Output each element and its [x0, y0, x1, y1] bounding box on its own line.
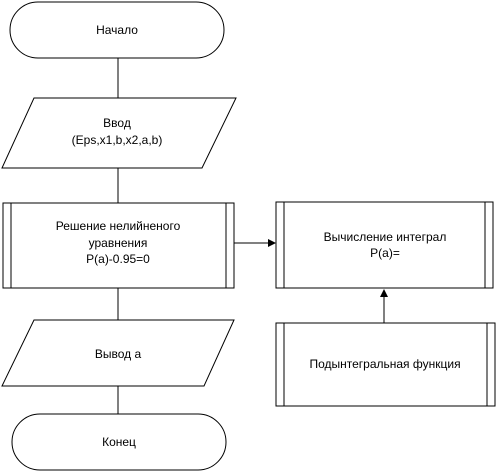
integral-label-line1: Вычисление интеграл	[324, 230, 447, 244]
integrand-block: Подынтегральная функция	[275, 322, 496, 407]
input-block: Ввод (Eps,x1,b,x2,a,b)	[1, 97, 237, 169]
solve-label-line3: P(a)-0.95=0	[86, 252, 150, 266]
input-label-line2: (Eps,x1,b,x2,a,b)	[72, 133, 163, 147]
end-label: Конец	[102, 435, 136, 449]
output-label: Вывод а	[95, 347, 142, 361]
integrand-label: Подынтегральная функция	[309, 357, 460, 371]
solve-equation-block: Решение нелийненого уравнения P(a)-0.95=…	[2, 202, 235, 289]
solve-label-line2: уравнения	[89, 236, 148, 250]
start-label: Начало	[96, 23, 138, 37]
end-terminator: Конец	[11, 413, 227, 471]
start-terminator: Начало	[9, 1, 225, 59]
solve-label-line1: Решение нелийненого	[56, 219, 181, 233]
integral-block: Вычисление интеграл P(a)=	[275, 201, 494, 289]
integral-label-line2: P(a)=	[370, 246, 400, 260]
output-block: Вывод а	[1, 319, 235, 387]
input-label-line1: Ввод	[103, 116, 131, 130]
